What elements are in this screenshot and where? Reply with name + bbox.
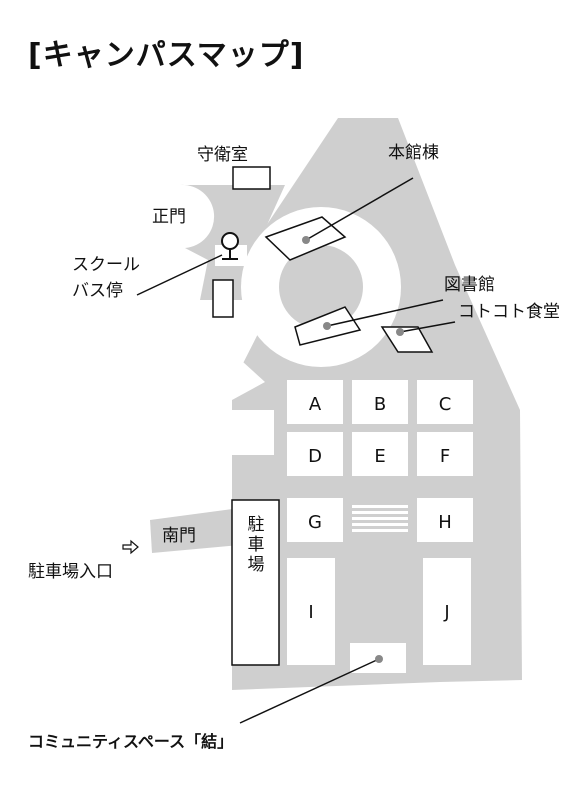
right-arrow-outline-icon — [122, 539, 139, 555]
cafeteria-marker — [396, 328, 404, 336]
leader-lines — [136, 177, 456, 724]
building-h-label: H — [438, 512, 452, 533]
page-title: [キャンパスマップ] — [28, 38, 305, 73]
main-building-marker — [302, 236, 310, 244]
school-bus-label-line2: バス停 — [72, 281, 123, 301]
library-marker — [323, 322, 331, 330]
main-gate-label: 正門 — [152, 207, 186, 227]
building-a-label: A — [309, 394, 322, 415]
parking-label-3: 場 — [248, 555, 265, 575]
library-label: 図書館 — [444, 275, 495, 295]
south-gate-label: 南門 — [162, 526, 196, 546]
building-d-label: D — [308, 446, 322, 467]
guard-room — [232, 166, 271, 190]
cafeteria-label: コトコト食堂 — [458, 302, 560, 322]
building-f-label: F — [440, 446, 450, 467]
south-gate-road — [150, 508, 240, 553]
building-j-label: J — [443, 602, 449, 623]
courtyard-stripes — [352, 505, 408, 532]
cafeteria-building — [380, 326, 434, 353]
building-d: D — [287, 432, 343, 476]
building-j: J — [423, 558, 471, 665]
guard-room-label: 守衛室 — [197, 145, 248, 165]
building-g-label: G — [308, 512, 322, 533]
main-building-label: 本館棟 — [388, 143, 439, 163]
building-g: G — [287, 498, 343, 542]
building-h: H — [417, 498, 473, 542]
building-f: F — [417, 432, 473, 476]
building-c-label: C — [439, 394, 452, 415]
community-space-label: コミュニティスペース「結」 — [28, 732, 233, 751]
building-b-label: B — [374, 394, 386, 415]
bus-shelter — [212, 279, 234, 318]
building-a: A — [287, 380, 343, 424]
building-c: C — [417, 380, 473, 424]
school-bus-label-line1: スクール — [72, 255, 140, 275]
community-space-marker — [375, 655, 383, 663]
parking-label-2: 車 — [248, 535, 265, 555]
building-e-label: E — [374, 446, 385, 467]
parking-lot: 駐 車 場 — [231, 499, 280, 666]
building-b: B — [352, 380, 408, 424]
west-block — [232, 410, 274, 455]
parking-label-1: 駐 — [248, 515, 265, 535]
building-i-label: I — [308, 602, 313, 623]
west-wedge — [232, 352, 265, 400]
bus-stop-icon — [221, 232, 239, 260]
building-e: E — [352, 432, 408, 476]
parking-entrance-label: 駐車場入口 — [28, 562, 113, 582]
building-i: I — [287, 558, 335, 665]
